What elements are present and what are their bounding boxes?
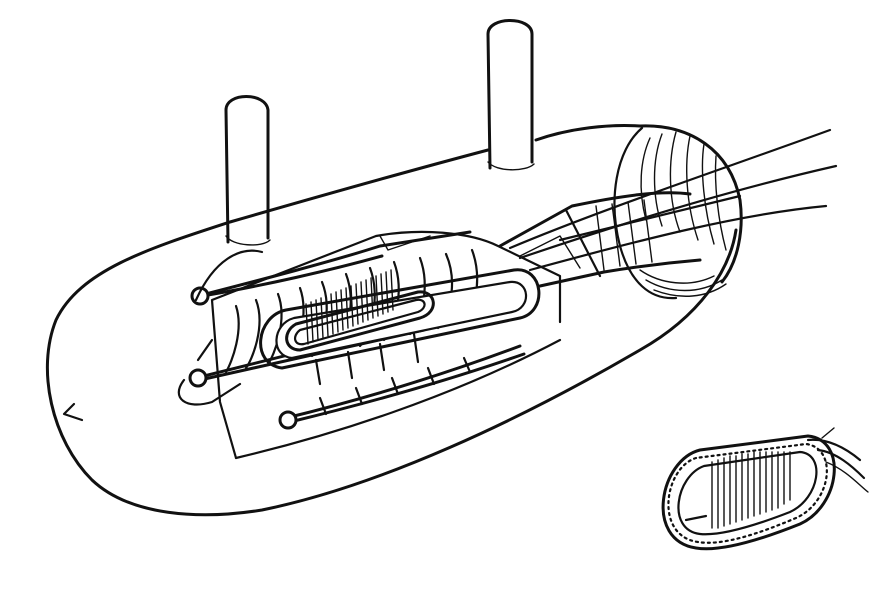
lead-wire	[825, 461, 869, 493]
internal-wires	[177, 249, 264, 406]
envelope-tip-mark	[62, 402, 84, 422]
glass-envelope	[45, 124, 743, 517]
inset-coil-form-inner	[677, 450, 818, 536]
lead-wire	[518, 164, 838, 260]
coil-detail-inset	[661, 427, 869, 551]
rod-clips	[314, 332, 472, 416]
inset-windings	[711, 451, 791, 529]
electrode-ball	[188, 368, 208, 388]
electrode-ball	[278, 410, 298, 430]
lead-wire	[816, 448, 866, 480]
envelope-outline	[45, 148, 738, 517]
envelope-shoulder	[534, 124, 743, 284]
lead-wire	[821, 427, 835, 439]
lead-wire	[558, 194, 742, 242]
exhaust-tube-right	[486, 19, 535, 171]
exhaust-tube-left	[224, 95, 271, 246]
lead-wire	[508, 128, 832, 250]
lead-wire	[528, 204, 828, 272]
loop-inner	[285, 290, 435, 352]
coil-winding	[305, 269, 394, 345]
loop-outer	[259, 268, 541, 370]
electrode-loops	[259, 268, 541, 370]
lead-wires	[508, 128, 838, 272]
stem-shading	[595, 199, 653, 271]
lead-wire	[806, 438, 862, 462]
